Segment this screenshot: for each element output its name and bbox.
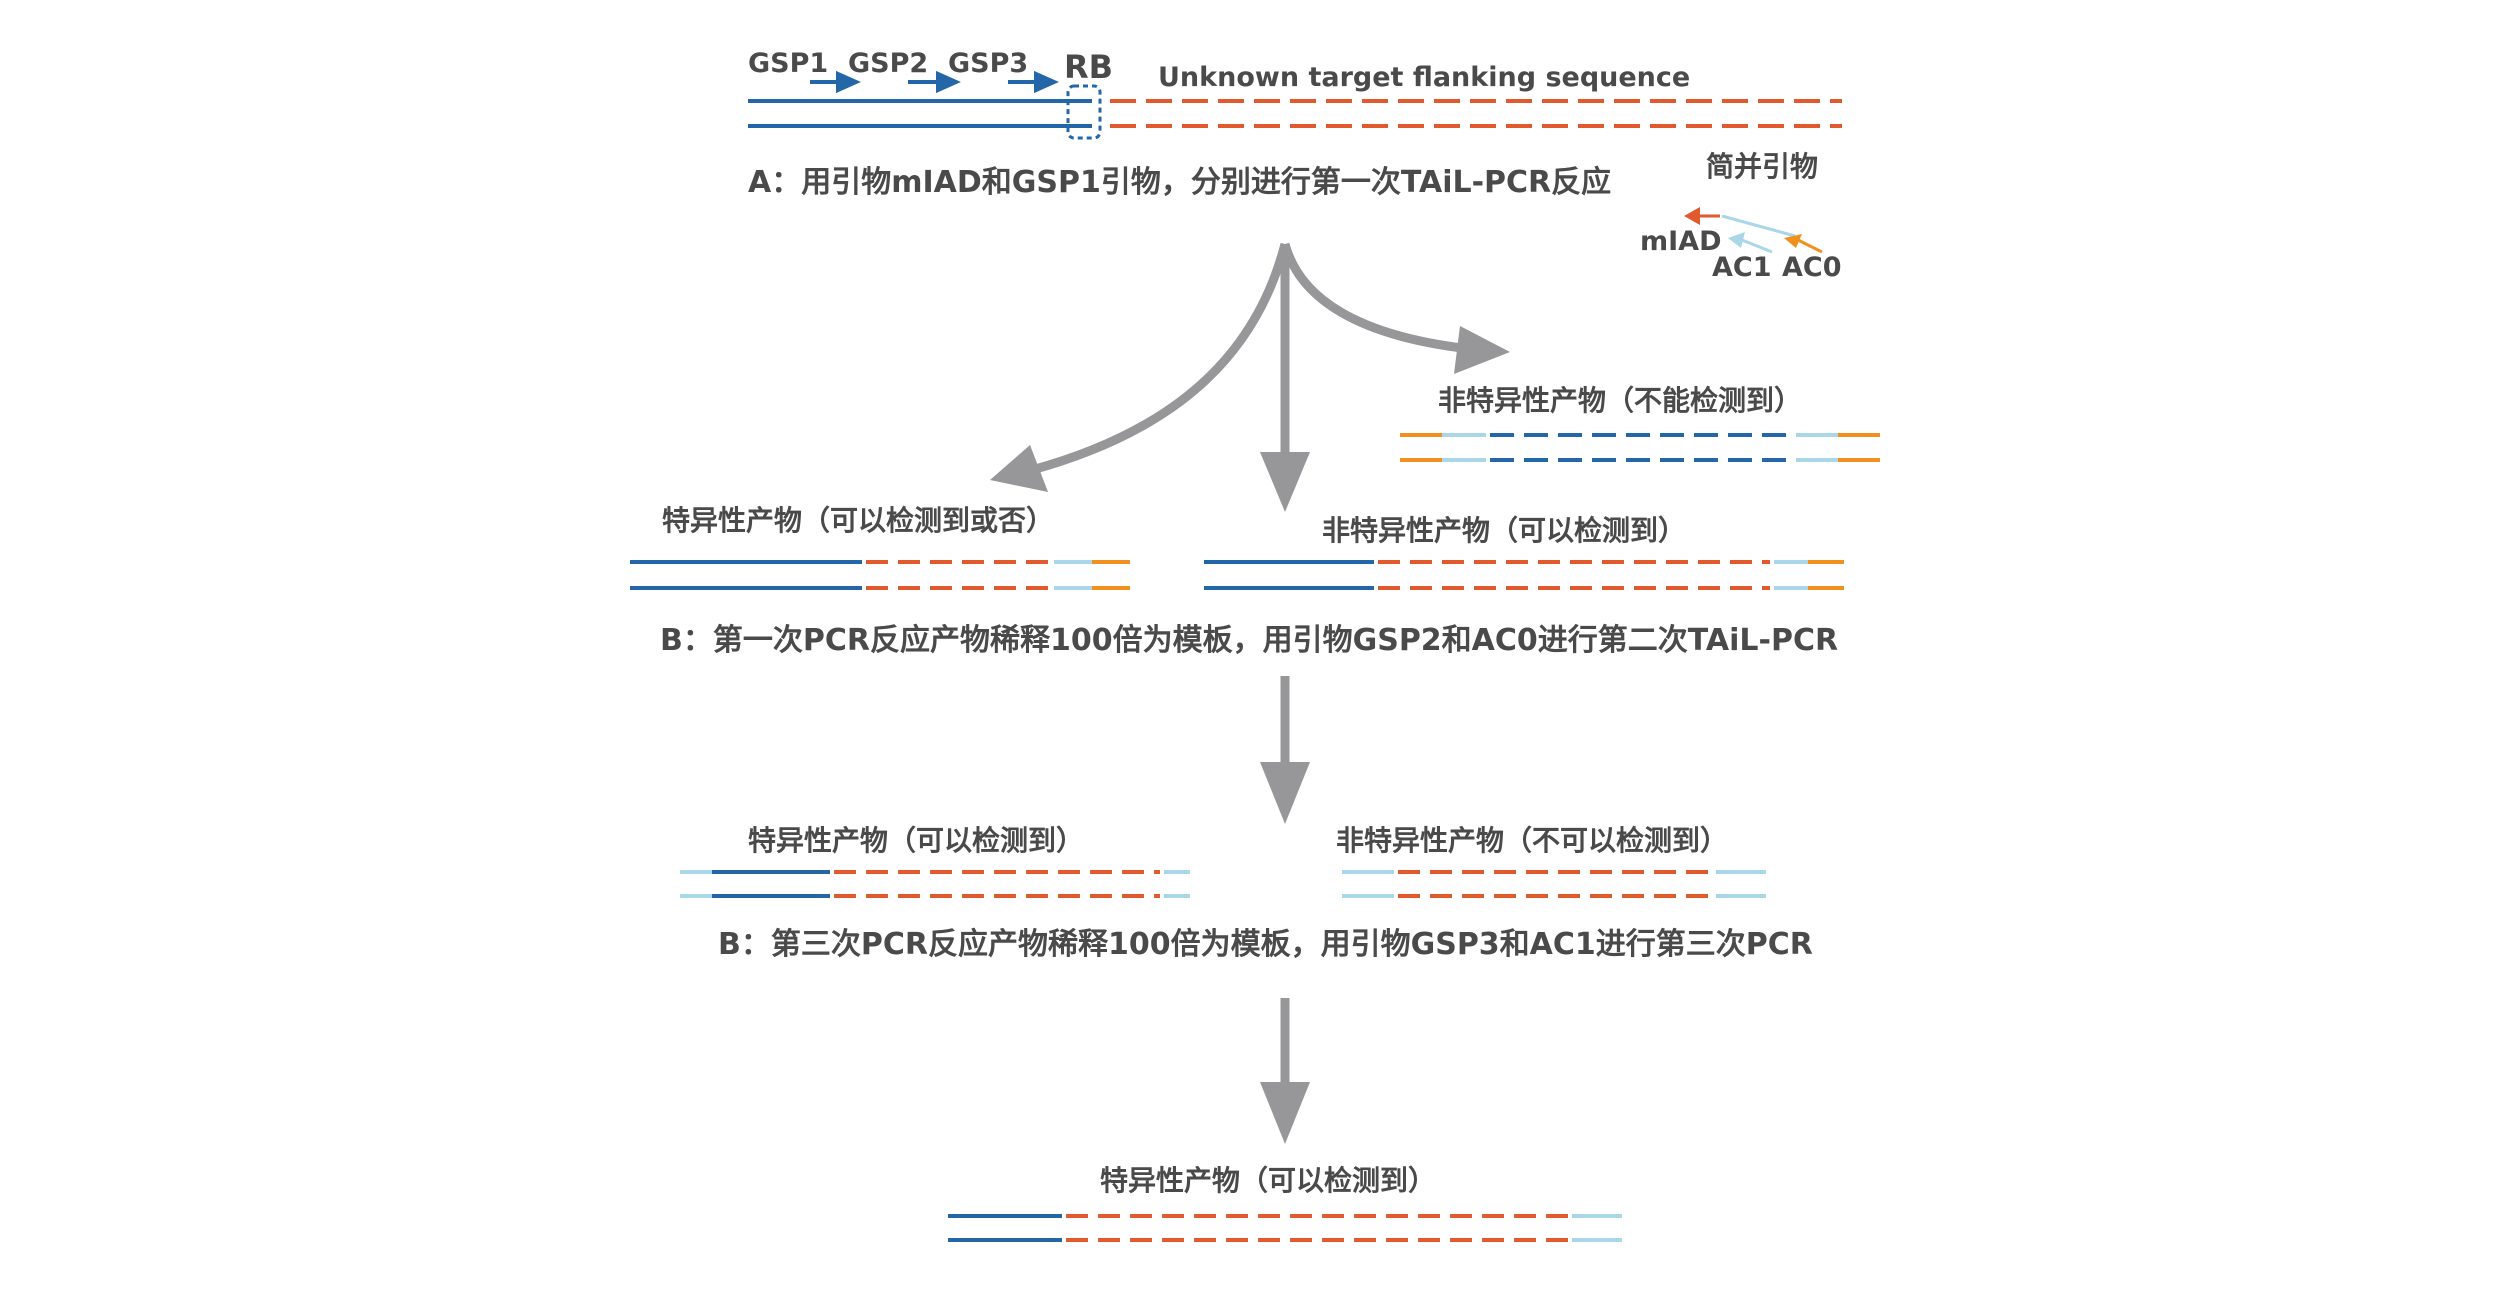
spec-maybe-label: 特异性产物（可以检测到或否） <box>662 504 1054 537</box>
spec-maybe-product <box>630 560 1130 590</box>
miad-arrow-icon <box>1684 207 1700 225</box>
spec-detect-final-product <box>948 1214 1622 1242</box>
nonspec-detect-label: 非特异性产物（可以检测到） <box>1322 514 1686 547</box>
ac0-label: AC0 <box>1782 252 1842 283</box>
down-arrow-1-head-icon <box>1260 762 1310 824</box>
ac1-label: AC1 <box>1712 252 1772 283</box>
step-b2-text: B：第三次PCR反应产物稀释100倍为模板，用引物GSP3和AC1进行第三次PC… <box>718 927 1813 962</box>
miad-label: mIAD <box>1640 226 1722 257</box>
branch-left-arrow <box>1030 242 1290 475</box>
template-strand <box>748 84 1842 140</box>
branch-left-arrowhead-icon <box>990 445 1048 492</box>
branch-arrows <box>990 242 1510 512</box>
spec-detect-final-label: 特异性产物（可以检测到） <box>1100 1164 1436 1197</box>
spec-detect-2-label: 特异性产物（可以检测到） <box>748 824 1084 857</box>
nonspec-undetect-product <box>1400 433 1880 462</box>
gsp2-label: GSP2 <box>848 48 928 79</box>
gsp2-arrow-icon <box>908 70 961 94</box>
gsp1-arrow-icon <box>810 70 861 94</box>
rb-region-box <box>1066 84 1102 140</box>
gsp3-arrow-icon <box>1008 70 1059 94</box>
gsp-primers <box>810 70 1059 94</box>
down-arrow-1 <box>1260 676 1310 824</box>
spec-detect-2-product <box>680 870 1190 898</box>
degenerate-primers-legend: 简并引物 mIAD AC1 AC0 <box>1640 150 1842 283</box>
ac0-arrow-icon <box>1784 234 1802 248</box>
nonspec-undetect-label: 非特异性产物（不能检测到） <box>1438 384 1802 417</box>
step-b1-text: B：第一次PCR反应产物稀释100倍为模板，用引物GSP2和AC0进行第二次TA… <box>660 623 1838 658</box>
ac1-arrow-icon <box>1728 232 1745 248</box>
branch-right-arrowhead-icon <box>1454 326 1510 374</box>
branch-right-arrow <box>1280 242 1463 353</box>
nonspec-notdetect-label: 非特异性产物（不可以检测到） <box>1336 824 1728 857</box>
ac1-primer-line <box>1741 238 1773 254</box>
miad-tail-line <box>1721 214 1796 238</box>
down-arrow-2 <box>1260 998 1310 1144</box>
ac0-primer-line <box>1797 238 1823 254</box>
degenerate-primer-label: 简并引物 <box>1706 150 1818 183</box>
nonspec-notdetect-product <box>1342 870 1766 898</box>
rb-label: RB <box>1064 48 1113 86</box>
gsp1-label: GSP1 <box>748 48 828 79</box>
branch-center-arrowhead-icon <box>1260 452 1310 512</box>
gsp3-label: GSP3 <box>948 48 1028 79</box>
unknown-flanking-label: Unknown target flanking sequence <box>1158 62 1690 93</box>
down-arrow-2-head-icon <box>1260 1082 1310 1144</box>
nonspec-detect-product <box>1204 560 1844 590</box>
step-a-text: A：用引物mIAD和GSP1引物，分别进行第一次TAiL-PCR反应 <box>748 165 1611 200</box>
